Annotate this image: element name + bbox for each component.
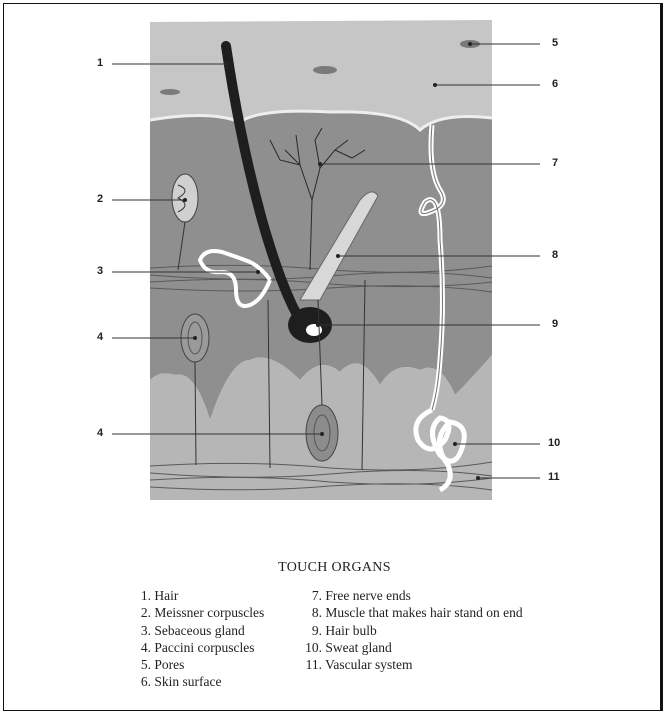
skin-cross-section-diagram [0, 0, 669, 520]
legend-number: 10. [302, 639, 322, 656]
legend-number: 6. [135, 673, 151, 690]
legend-label: Paccini corpuscles [154, 640, 254, 655]
pore-mark [160, 89, 180, 95]
legend-item: 2. Meissner corpuscles [135, 604, 264, 621]
callout-number: 5 [552, 37, 558, 49]
callout-number: 9 [552, 318, 558, 330]
legend-label: Hair bulb [325, 623, 376, 638]
legend-number: 3. [135, 622, 151, 639]
figure-title: TOUCH ORGANS [0, 560, 669, 576]
legend-number: 4. [135, 639, 151, 656]
callout-number: 7 [552, 157, 558, 169]
legend-label: Pores [154, 657, 184, 672]
legend-label: Sweat gland [325, 640, 391, 655]
legend-item: 11. Vascular system [302, 656, 523, 673]
legend-number: 1. [135, 587, 151, 604]
legend-number: 8. [302, 604, 322, 621]
legend-item: 10. Sweat gland [302, 639, 523, 656]
legend-label: Vascular system [325, 657, 412, 672]
callout-number: 4 [97, 331, 103, 343]
legend-item: 8. Muscle that makes hair stand on end [302, 604, 523, 621]
legend-left-column: 1. Hair 2. Meissner corpuscles 3. Sebace… [135, 587, 264, 691]
legend-item: 7. Free nerve ends [302, 587, 523, 604]
callout-number: 4 [97, 427, 103, 439]
callout-number: 10 [548, 437, 560, 449]
callout-number: 1 [97, 57, 103, 69]
legend-item: 4. Paccini corpuscles [135, 639, 264, 656]
legend-label: Meissner corpuscles [154, 605, 264, 620]
legend-item: 3. Sebaceous gland [135, 622, 264, 639]
legend-label: Muscle that makes hair stand on end [325, 605, 522, 620]
callout-number: 3 [97, 265, 103, 277]
legend-number: 9. [302, 622, 322, 639]
pore-mark [313, 66, 337, 74]
legend-number: 11. [302, 656, 322, 673]
legend-right-column: 7. Free nerve ends 8. Muscle that makes … [302, 587, 523, 673]
legend-label: Hair [154, 588, 178, 603]
legend-item: 6. Skin surface [135, 673, 264, 690]
legend-item: 1. Hair [135, 587, 264, 604]
callout-number: 2 [97, 193, 103, 205]
legend-label: Sebaceous gland [154, 623, 244, 638]
callout-number: 6 [552, 78, 558, 90]
legend-label: Skin surface [154, 674, 221, 689]
callout-number: 11 [548, 471, 560, 483]
legend-number: 2. [135, 604, 151, 621]
callout-number: 8 [552, 249, 558, 261]
legend-number: 5. [135, 656, 151, 673]
legend-number: 7. [302, 587, 322, 604]
legend-label: Free nerve ends [325, 588, 410, 603]
legend-item: 9. Hair bulb [302, 622, 523, 639]
legend-item: 5. Pores [135, 656, 264, 673]
